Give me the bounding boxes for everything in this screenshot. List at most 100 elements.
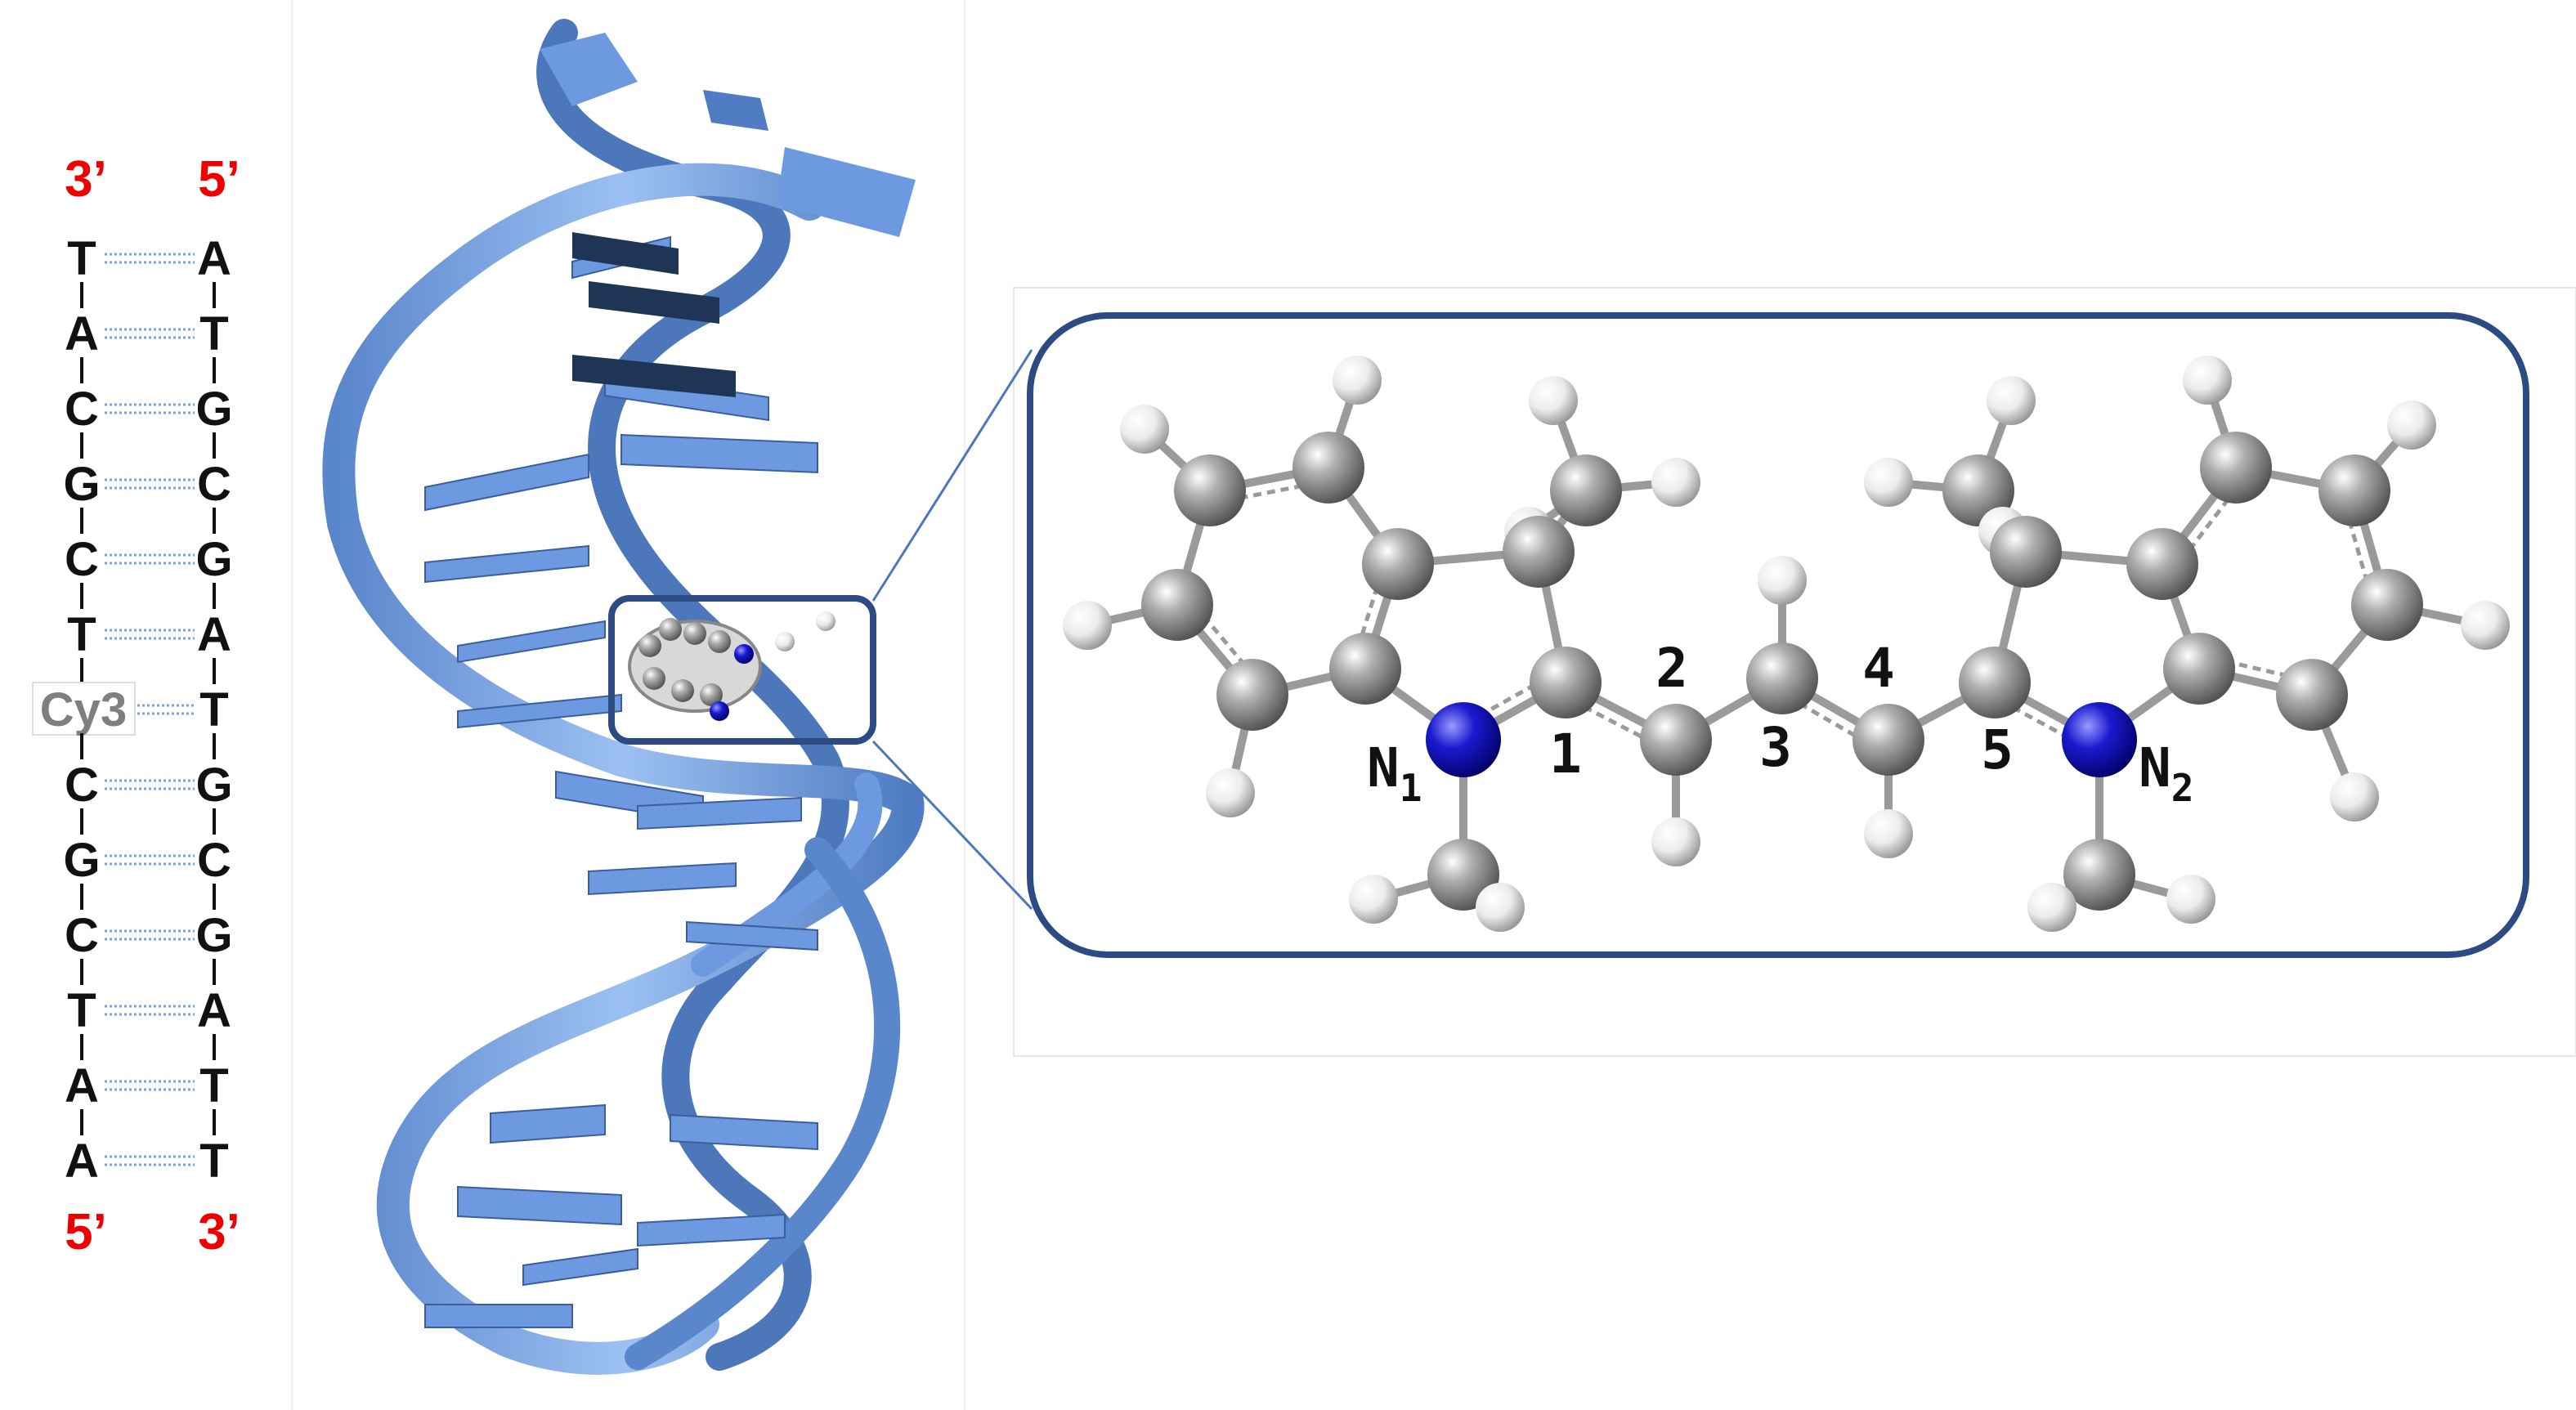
right-base-label: G	[195, 533, 232, 586]
cy3-molecule-model: 1 2 3 4 5 N1 N2	[1063, 356, 2510, 932]
backbone-segment	[625, 837, 901, 1370]
right-base-label: C	[197, 458, 231, 511]
hydrogen-atom	[1063, 601, 1112, 650]
left-base-label: C	[65, 383, 99, 436]
dna-double-helix	[322, 19, 925, 1375]
carbon-atom	[1959, 647, 2031, 718]
right-base-label: T	[199, 1135, 228, 1188]
carbon-atom	[1746, 642, 1818, 714]
right-top-end-label: 5’	[198, 151, 240, 208]
left-base-label: C	[65, 909, 99, 962]
left-base-label: A	[65, 1135, 99, 1188]
carbon-atom	[1503, 516, 1575, 588]
nitrogen-atom	[1426, 702, 1501, 777]
base-plank-group	[424, 232, 818, 1328]
cy3-in-helix	[628, 611, 836, 721]
hydrogen-atom	[1864, 809, 1913, 858]
chain-number-2: 2	[1655, 637, 1688, 700]
hydrogen-atom	[1333, 356, 1382, 405]
zoom-connector-bottom	[871, 740, 1033, 911]
carbon-atom	[1640, 704, 1712, 776]
right-base-label: A	[197, 608, 231, 661]
carbon-atom	[2063, 839, 2135, 911]
hydrogen-atom	[1758, 556, 1807, 605]
hydrogen-atom	[2461, 601, 2510, 650]
carbon-atom	[2200, 432, 2272, 504]
base-plank	[522, 1247, 638, 1287]
hydrogen-atom	[1864, 458, 1913, 507]
base-plank	[424, 544, 589, 584]
cy3-highlight-frame	[32, 682, 136, 736]
left-base-label: C	[65, 533, 99, 586]
hydrogen-atom	[1529, 376, 1578, 425]
right-base-label: T	[199, 307, 228, 360]
base-plank	[777, 147, 916, 237]
hydrogen-atom	[2027, 883, 2076, 932]
zoom-connector-top	[871, 349, 1033, 602]
base-plank	[637, 1213, 786, 1247]
cy3-highlight-box	[608, 595, 876, 745]
base-plank	[540, 33, 638, 106]
base-plank	[457, 1185, 622, 1226]
right-base-label: T	[199, 1059, 228, 1112]
carbon-atom	[2351, 569, 2423, 641]
n2-label: N2	[2139, 736, 2193, 810]
right-bottom-end-label: 3’	[198, 1204, 240, 1260]
right-base-label: A	[197, 232, 231, 285]
right-base-label: G	[195, 759, 232, 812]
cy3-base-label: Cy3	[40, 683, 127, 736]
left-base-label: G	[63, 458, 100, 511]
base-plank	[670, 1113, 818, 1151]
left-base-label: T	[67, 984, 96, 1037]
base-plank	[457, 693, 622, 729]
hydrogen-atom	[1651, 817, 1700, 866]
base-plank	[637, 796, 802, 830]
carbon-atom	[1141, 569, 1213, 641]
atom-group	[1063, 356, 2510, 932]
carbon-atom	[2276, 659, 2348, 731]
base-plank-shaded	[589, 281, 719, 324]
base-plank	[424, 453, 589, 512]
carbon-atom	[1329, 633, 1401, 705]
nitrogen-atom	[2062, 702, 2137, 777]
left-bottom-end-label: 5’	[65, 1204, 107, 1260]
inset-background-frame	[1013, 287, 2576, 1057]
chain-number-1: 1	[1549, 723, 1582, 786]
carbon-atom	[1990, 516, 2062, 588]
carbon-atom	[2163, 633, 2235, 705]
carbon-atom	[2318, 454, 2390, 526]
right-base-label: G	[195, 909, 232, 962]
hydrogen-atom	[1206, 768, 1255, 817]
left-base-label: C	[65, 759, 99, 812]
left-base-label: T	[67, 608, 96, 661]
left-base-label: T	[67, 232, 96, 285]
carbon-atom	[1362, 528, 1434, 600]
carbon-atom	[1174, 454, 1246, 526]
carbon-atom	[1852, 704, 1924, 776]
base-plank	[457, 620, 606, 664]
carbon-atom	[2126, 528, 2198, 600]
chain-number-3: 3	[1759, 716, 1792, 779]
hydrogen-atom	[1651, 458, 1700, 507]
hydrogen-atom	[1349, 875, 1398, 924]
base-plank-shaded	[572, 355, 736, 397]
left-base-label: G	[63, 834, 100, 887]
chain-number-5: 5	[1981, 718, 2014, 781]
chain-number-4: 4	[1862, 637, 1895, 700]
hydrogen-atom	[1120, 405, 1169, 454]
